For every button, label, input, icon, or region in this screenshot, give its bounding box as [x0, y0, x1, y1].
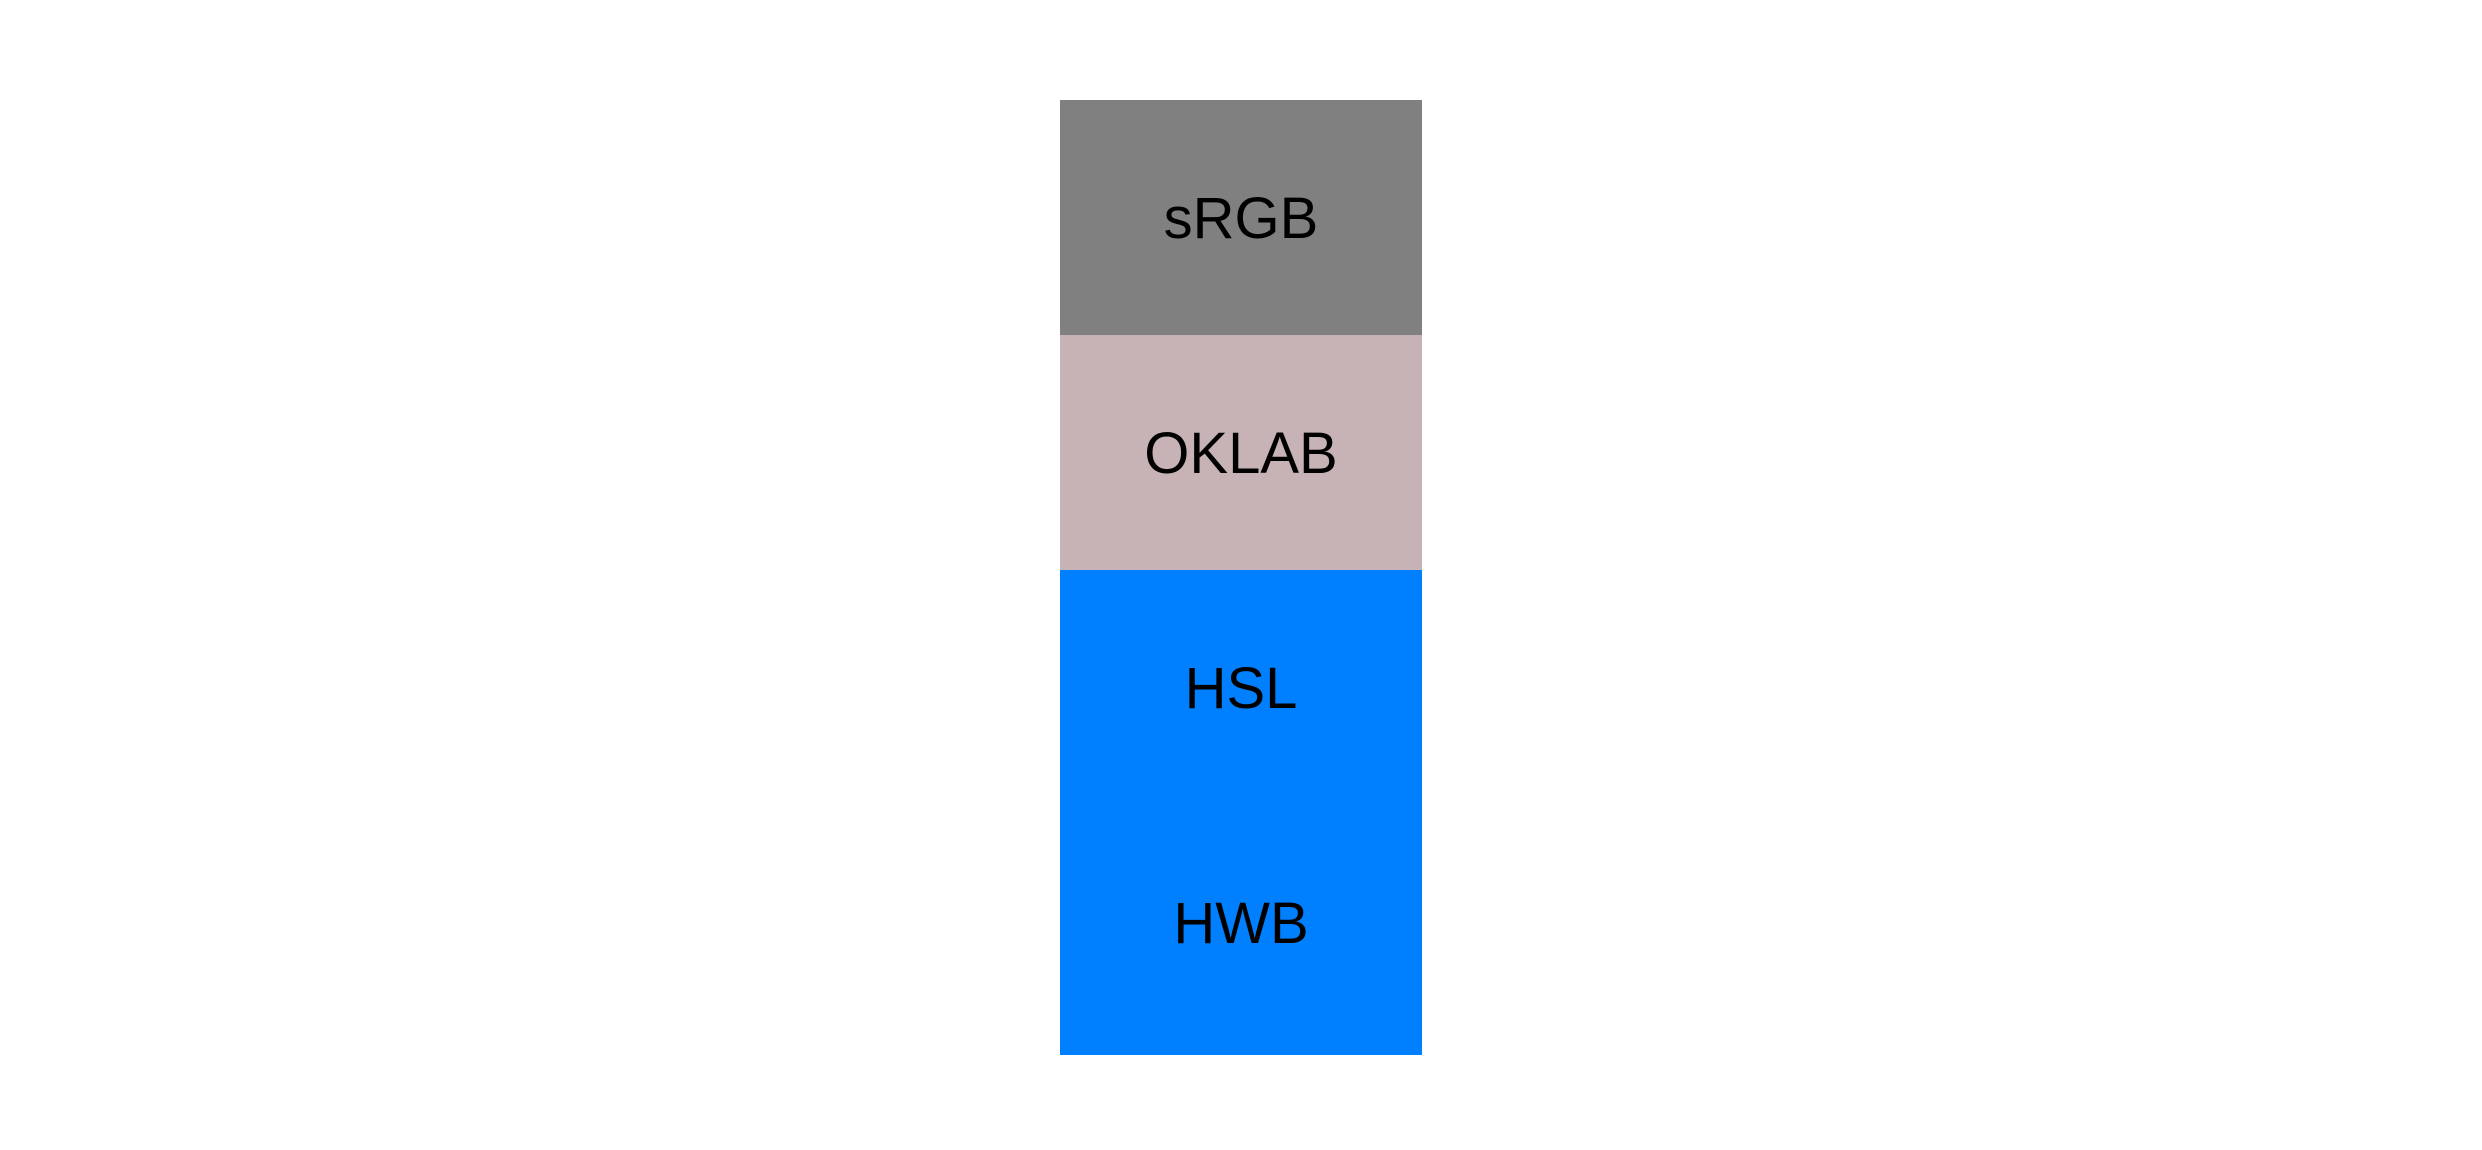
color-swatch-stack: sRGB OKLAB HSL HWB: [1060, 100, 1422, 1055]
swatch-oklab: OKLAB: [1060, 335, 1422, 570]
swatch-hsl: HSL: [1060, 570, 1422, 805]
swatch-oklab-label: OKLAB: [1144, 421, 1338, 486]
swatch-hwb: HWB: [1060, 805, 1422, 1055]
swatch-srgb-label: sRGB: [1163, 186, 1319, 251]
swatch-srgb: sRGB: [1060, 100, 1422, 335]
swatch-hsl-label: HSL: [1184, 656, 1298, 721]
swatch-hwb-label: HWB: [1173, 891, 1309, 956]
